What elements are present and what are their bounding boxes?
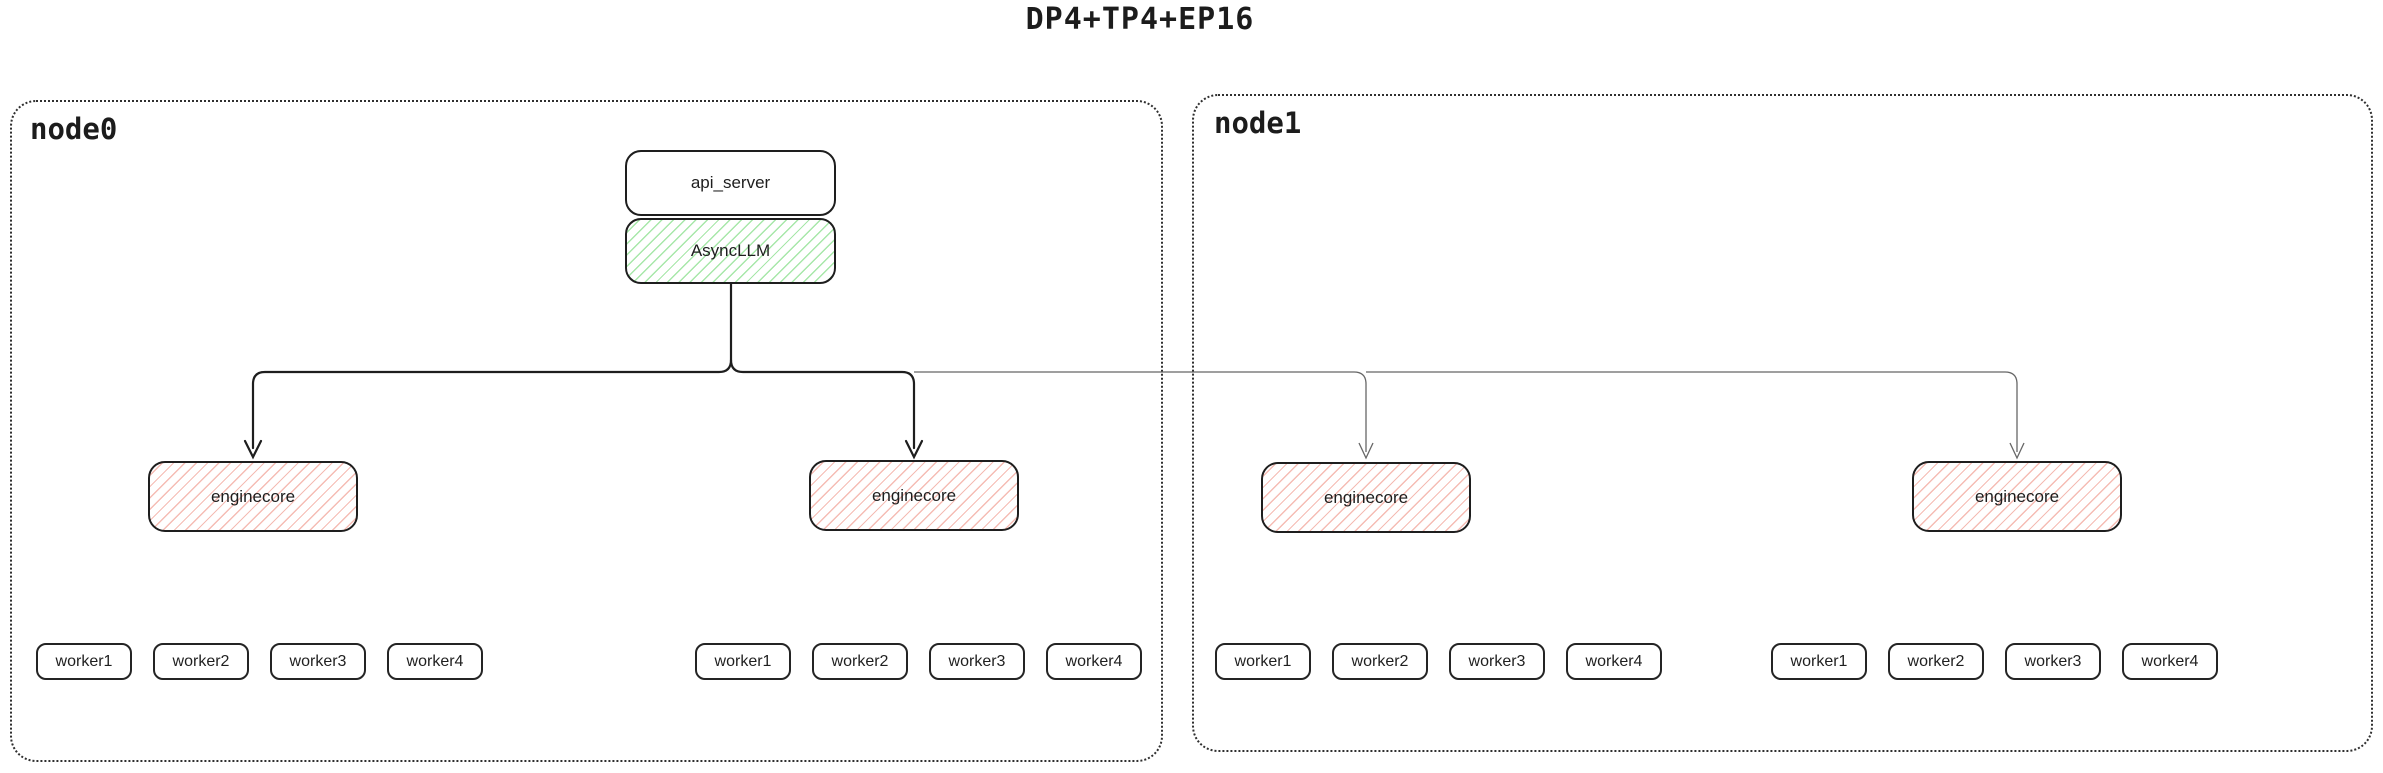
node1-label: node1 bbox=[1214, 106, 1302, 140]
enginecore-box-node0-2: enginecore bbox=[809, 460, 1019, 531]
worker-row-node0-1: worker1 worker2 worker3 worker4 bbox=[36, 643, 483, 680]
worker-box: worker4 bbox=[1046, 643, 1142, 680]
async-llm-box: AsyncLLM bbox=[625, 218, 836, 284]
node0-label: node0 bbox=[30, 112, 118, 146]
enginecore-label: enginecore bbox=[871, 485, 957, 505]
enginecore-label: enginecore bbox=[1323, 487, 1409, 507]
diagram-title: DP4+TP4+EP16 bbox=[1025, 2, 1255, 37]
enginecore-label: enginecore bbox=[210, 486, 296, 506]
enginecore-label: enginecore bbox=[1974, 486, 2060, 506]
worker-box: worker4 bbox=[1566, 643, 1662, 680]
worker-row-node1-2: worker1 worker2 worker3 worker4 bbox=[1771, 643, 2218, 680]
api-server-label: api_server bbox=[690, 173, 771, 192]
worker-box: worker3 bbox=[2005, 643, 2101, 680]
enginecore-box-node1-1: enginecore bbox=[1261, 462, 1471, 533]
worker-box: worker4 bbox=[2122, 643, 2218, 680]
worker-box: worker2 bbox=[153, 643, 249, 680]
worker-box: worker3 bbox=[270, 643, 366, 680]
worker-box: worker3 bbox=[929, 643, 1025, 680]
async-llm-label: AsyncLLM bbox=[690, 241, 771, 260]
worker-box: worker2 bbox=[1888, 643, 1984, 680]
worker-row-node0-2: worker1 worker2 worker3 worker4 bbox=[695, 643, 1142, 680]
enginecore-box-node0-1: enginecore bbox=[148, 461, 358, 532]
worker-box: worker1 bbox=[36, 643, 132, 680]
api-server-box: api_server bbox=[625, 150, 836, 216]
worker-row-node1-1: worker1 worker2 worker3 worker4 bbox=[1215, 643, 1662, 680]
worker-box: worker1 bbox=[1771, 643, 1867, 680]
worker-box: worker1 bbox=[1215, 643, 1311, 680]
worker-box: worker4 bbox=[387, 643, 483, 680]
worker-box: worker3 bbox=[1449, 643, 1545, 680]
enginecore-box-node1-2: enginecore bbox=[1912, 461, 2122, 532]
worker-box: worker1 bbox=[695, 643, 791, 680]
worker-box: worker2 bbox=[1332, 643, 1428, 680]
worker-box: worker2 bbox=[812, 643, 908, 680]
